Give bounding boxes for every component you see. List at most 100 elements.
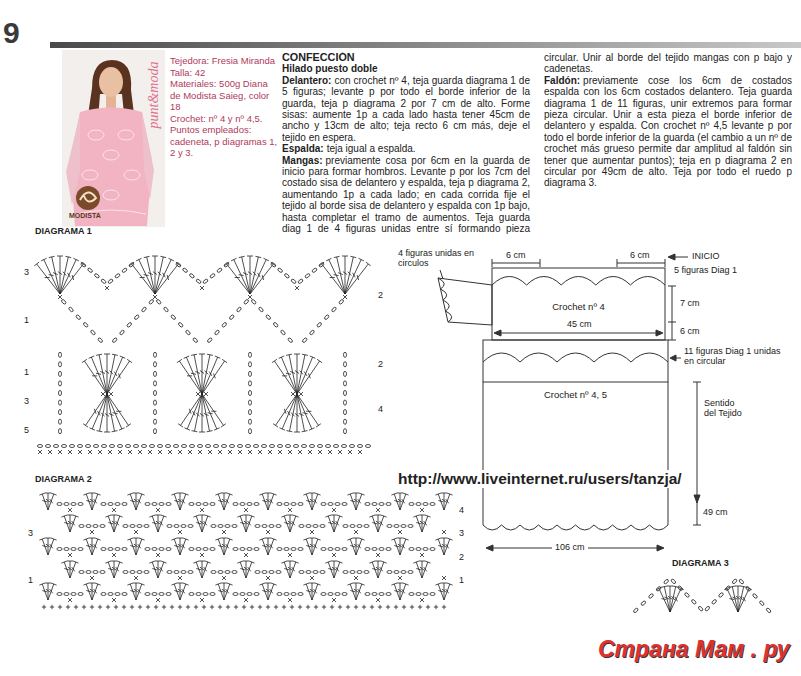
stitch-symbol [759, 600, 765, 606]
stitch-symbol [178, 450, 182, 454]
stitch-symbol [144, 256, 150, 257]
stitch-symbol [336, 521, 339, 525]
stitch-symbol [309, 493, 315, 494]
stitch-symbol [83, 493, 89, 495]
stitch-symbol [48, 539, 54, 555]
stitch-symbol [331, 307, 337, 313]
stitch-symbol [338, 273, 343, 275]
stitch-symbol [127, 538, 133, 540]
stitch-symbol [89, 583, 95, 584]
row-number: 2 [378, 290, 383, 300]
stitch-symbol [138, 499, 141, 503]
instructions-text: CONFECCIÓNHilado puesto dobleDelantero:c… [282, 52, 792, 246]
stitch-symbol [268, 583, 269, 600]
stitch-symbol [114, 562, 120, 578]
stitch-symbol [224, 494, 230, 510]
drawing-part [483, 382, 484, 525]
stitch-symbol [122, 503, 127, 506]
stitch-symbol [178, 530, 182, 534]
stitch-symbol [51, 493, 57, 495]
stitch-symbol [247, 548, 252, 551]
stitch-symbol [376, 553, 380, 557]
stitch-symbol [100, 571, 105, 574]
stitch-symbol [420, 521, 424, 524]
stitch-symbol [242, 257, 250, 294]
stitch-symbol [375, 515, 381, 516]
stitch-symbol [202, 394, 210, 431]
stitch-diagram-1 [34, 256, 370, 454]
stitch-symbol [344, 362, 347, 367]
stitch-symbol [335, 593, 340, 596]
stitch-symbol [57, 548, 62, 551]
stitch-symbol [422, 562, 428, 578]
stitch-symbol [222, 530, 226, 534]
stitch-symbol [189, 409, 191, 414]
stitch-symbol [101, 445, 106, 448]
row-number: 1 [459, 575, 464, 585]
row-number: 1 [24, 367, 29, 377]
stitch-symbol [160, 521, 163, 525]
drawing-part [70, 108, 152, 227]
stitch-symbol [306, 591, 311, 592]
page-number: 9 [3, 16, 20, 51]
stitch-symbol [218, 546, 223, 547]
stitch-symbol [198, 450, 202, 454]
stitch-symbol [99, 355, 107, 394]
stitch-symbol [105, 286, 109, 290]
stitch-symbol [659, 589, 670, 613]
stitch-symbol [359, 258, 364, 261]
stitch-symbol [221, 424, 226, 427]
stitch-symbol [302, 431, 308, 432]
stitch-symbol [356, 539, 362, 555]
stitch-symbol [89, 356, 95, 358]
stitch-symbol [357, 445, 362, 448]
stitch-symbol [154, 410, 157, 415]
stitch-symbol [276, 394, 298, 425]
stitch-symbol [276, 525, 281, 528]
magazine-logo: punt&moda [146, 55, 162, 135]
stitch-symbol [57, 256, 63, 257]
stitch-symbol [218, 591, 223, 592]
stitch-symbol [272, 359, 277, 362]
stitch-symbol [288, 567, 292, 570]
stitch-symbol [119, 428, 125, 430]
stitch-symbol [447, 583, 453, 585]
stitch-symbol [320, 525, 325, 528]
stitch-symbol [711, 599, 717, 605]
stitch-symbol [198, 450, 202, 454]
stitch-symbol [174, 584, 180, 600]
row-number: 2 [459, 552, 464, 562]
stitch-symbol [293, 561, 299, 563]
stitch-symbol [207, 337, 213, 343]
garment-piece: Crochet nº 4 [492, 268, 665, 340]
section-heading: CONFECCIÓN [282, 52, 530, 63]
stitch-symbol [83, 322, 89, 328]
stitch-symbol [244, 553, 248, 557]
stitch-symbol [50, 499, 53, 503]
stitch-symbol [78, 548, 83, 551]
stitch-symbol [196, 593, 201, 596]
stitch-symbol [288, 450, 292, 454]
stitch-symbol [181, 571, 186, 574]
stitch-symbol [200, 508, 204, 512]
stitch-symbol [226, 499, 229, 503]
stitch-symbol [309, 445, 314, 448]
stitch-symbol [334, 561, 335, 578]
stitch-symbol [430, 548, 435, 551]
stitch-symbol [94, 499, 97, 503]
stitch-symbol [364, 605, 365, 609]
stitch-symbol [340, 605, 341, 609]
stitch-symbol [203, 548, 208, 551]
stitch-symbol [169, 258, 174, 261]
drawing-part [494, 330, 501, 336]
stitch-symbol [221, 583, 227, 584]
stitch-symbol [315, 583, 321, 585]
stitch-symbol [347, 493, 353, 495]
stitch-symbol [138, 450, 142, 454]
stitch-symbol [304, 372, 307, 376]
stitch-symbol [203, 593, 208, 596]
stitch-symbol [249, 410, 252, 415]
stitch-symbol [316, 605, 317, 609]
stitch-symbol [222, 576, 226, 580]
stitch-symbol [271, 583, 277, 585]
